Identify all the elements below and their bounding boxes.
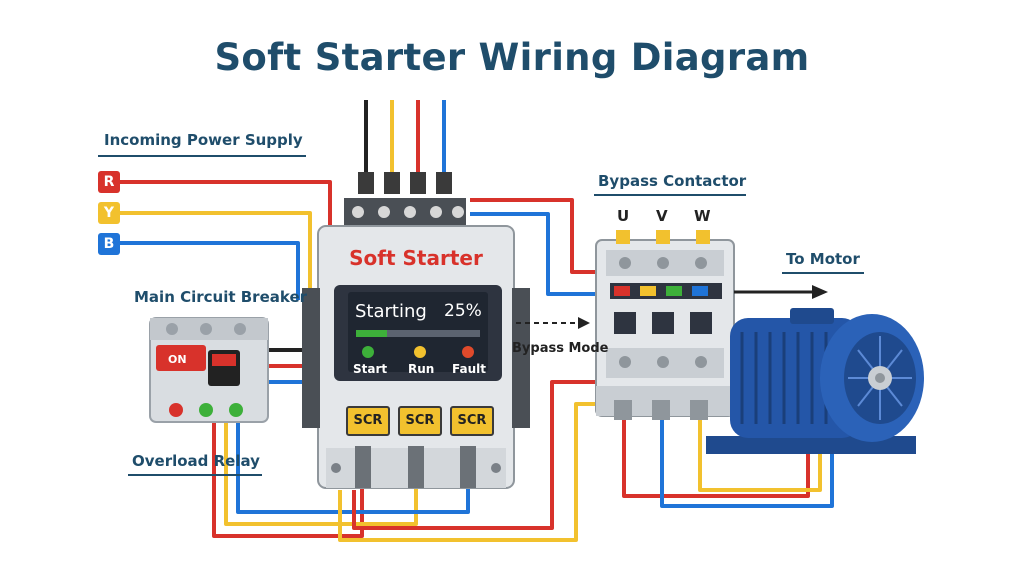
to-motor-arrow — [734, 285, 828, 299]
bypass-contactor — [595, 230, 735, 420]
display-status-text: Starting — [355, 301, 427, 322]
electric-motor — [706, 308, 924, 454]
scr-module-1: SCR — [346, 406, 390, 436]
phase-b-badge: B — [98, 233, 120, 255]
bypass-mode-arrow — [516, 317, 590, 329]
bottom-output-wires — [212, 380, 600, 542]
soft-starter-title: Soft Starter — [349, 246, 483, 270]
main-circuit-breaker — [149, 317, 269, 423]
led-start-label: Start — [353, 362, 388, 376]
scr-module-3: SCR — [450, 406, 494, 436]
bypass-mode-label: Bypass Mode — [512, 341, 609, 356]
phase-r-badge: R — [98, 171, 120, 193]
phase-y-badge: Y — [98, 202, 120, 224]
terminal-w-label: W — [694, 207, 711, 225]
phase-r-label: R — [103, 174, 115, 190]
led-fault-label: Fault — [452, 362, 486, 376]
overload-relay-underline — [128, 474, 262, 476]
incoming-power-underline — [98, 155, 306, 157]
to-motor-underline — [782, 272, 864, 274]
terminal-u-label: U — [617, 207, 630, 225]
breaker-on-label: ON — [168, 353, 187, 366]
bypass-contactor-label: Bypass Contactor — [598, 172, 747, 190]
top-lugs — [358, 172, 452, 194]
soft-starter-body — [302, 198, 530, 489]
progress-fill — [356, 330, 387, 337]
led-run-label: Run — [408, 362, 435, 376]
page-title: Soft Starter Wiring Diagram — [214, 36, 810, 79]
to-motor-label: To Motor — [786, 250, 860, 268]
phase-y-label: Y — [103, 205, 115, 221]
bypass-contactor-underline — [594, 194, 746, 196]
main-circuit-breaker-label: Main Circuit Breaker — [134, 288, 308, 306]
top-cables — [364, 100, 446, 178]
incoming-power-supply-label: Incoming Power Supply — [104, 131, 303, 149]
phase-b-label: B — [103, 236, 115, 252]
display-progress-text: 25% — [444, 301, 482, 321]
incoming-power-wires — [120, 180, 332, 300]
scr-module-2: SCR — [398, 406, 442, 436]
terminal-v-label: V — [656, 207, 668, 225]
motor-feed-wires — [622, 420, 834, 508]
scr-terminals — [355, 446, 476, 488]
overload-relay-label: Overload Relay — [132, 452, 260, 470]
line-to-contactor-wires — [470, 198, 600, 296]
